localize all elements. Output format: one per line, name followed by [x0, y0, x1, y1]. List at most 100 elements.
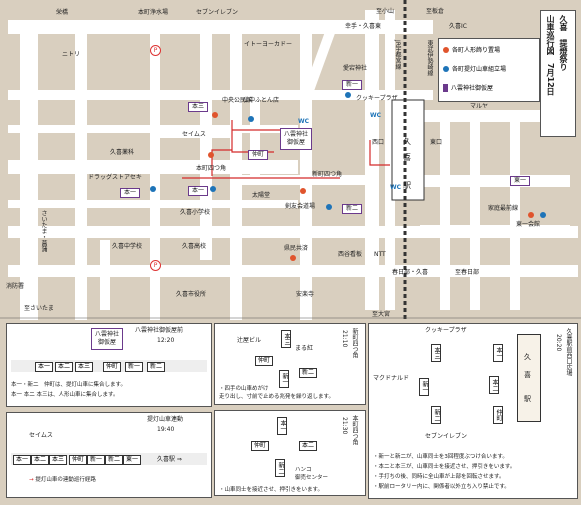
panel-note: ・駅前ロータリー内に、関係者以外立ち入り禁止です。	[373, 484, 510, 490]
place-label: セブンイレブン	[425, 433, 468, 440]
ningyo-marker-icon	[208, 152, 214, 158]
shrine-marker: 八雲神社御仮屋	[91, 328, 124, 350]
neighborhood-tag: 本一	[188, 186, 209, 196]
parking-icon: P	[150, 45, 161, 56]
place-label: クッキープラザ	[425, 327, 467, 334]
float-chip: 新一	[125, 362, 144, 372]
place-label: マルヤ	[470, 103, 489, 110]
float-chip: 仲町	[493, 406, 503, 424]
float-chip: 本二	[489, 376, 499, 394]
place-label: 至板倉	[426, 8, 445, 15]
panel-chochin-linkage: 提灯山車連動 19:40 セイムス 本一 本二 本三 仲町 新一 新二 東一 久…	[6, 412, 212, 498]
place-label: 東口	[430, 139, 443, 146]
panel-note: 走り出し、寸前で止める兆発を繰り返します。	[219, 394, 334, 400]
float-chip: 本一	[13, 455, 32, 465]
legend-item-shrine: 八雲神社御仮屋	[443, 83, 493, 92]
float-chip: 本一	[493, 344, 503, 362]
place-label: 太陽堂	[252, 192, 271, 199]
chochin-marker-icon	[326, 204, 332, 210]
float-chip: 仲町	[69, 455, 88, 465]
panel-station-west: クッキープラザ マクドナルド セブンイレブン 久 喜 駅 本三 本一 新一 本二…	[368, 323, 578, 499]
float-chip: 本一	[277, 417, 287, 435]
title-line2: 山車巡行図 7月12日	[546, 15, 555, 96]
panel-honmachi-corner: 本一 仲町 本二 新二 ハンコ 御売センター ・山車同士を接近させ、押引きをいま…	[214, 410, 366, 496]
title-box: 久喜 提燈祭り 山車巡行図 7月12日	[540, 10, 576, 137]
panel-time: 21:10	[341, 330, 348, 348]
neighborhood-tag: 本三	[188, 102, 209, 112]
float-chip: 新一	[279, 370, 289, 388]
panel-time: 20:20	[555, 334, 562, 352]
neighborhood-tag: 本一	[120, 188, 141, 198]
place-label: JR宇都宮線	[394, 40, 401, 70]
float-chip: 本二	[55, 362, 74, 372]
place-label: 久喜薬科	[110, 149, 135, 156]
place-label: 栄橋	[56, 9, 69, 16]
neighborhood-tag: 新一	[342, 80, 363, 90]
place-label: NTT	[374, 251, 386, 258]
float-chip: 仲町	[251, 441, 270, 451]
place-label: 春日部・久喜	[392, 269, 429, 276]
ningyo-marker-icon	[528, 212, 534, 218]
place-label: 家庭最前線	[488, 205, 519, 212]
place-label: イトーヨーカドー	[244, 41, 293, 48]
float-chip: 本三	[431, 344, 441, 362]
float-chip: 本二	[299, 441, 318, 451]
route-legend: → 提灯山車の連動巡行経路	[29, 477, 96, 483]
place-label: 新町四つ角	[312, 171, 343, 178]
float-chip: 新二	[147, 362, 166, 372]
place-label: 久喜小学校	[180, 209, 211, 216]
float-chip: 本一	[35, 362, 54, 372]
place-label: 安楽寺	[296, 291, 315, 298]
place-label: 東一会館	[516, 221, 541, 228]
station-char-bottom: 喜	[403, 153, 411, 162]
panel-note: 本一 本二 本三は、人形山車に集合します。	[11, 392, 119, 398]
float-chip: 新一	[87, 455, 106, 465]
place-label: 幸手・久喜東	[345, 23, 382, 30]
float-chip: 新二	[275, 459, 285, 477]
station-char-top: 久	[524, 353, 531, 361]
neighborhood-tag: 東一	[510, 176, 531, 186]
place-label: 至大宮	[372, 311, 391, 318]
chochin-marker-icon	[540, 212, 546, 218]
panel-time: 21:30	[341, 417, 348, 435]
panel-note: ・新一と新二が、山車同士を3回程度ぶつけ合います。	[373, 454, 508, 460]
place-label: 久喜高校	[182, 243, 207, 250]
float-chip: 新二	[299, 368, 318, 378]
place-label: 至さいたま	[24, 305, 54, 312]
wc-icon: WC	[298, 118, 310, 125]
place-label: 久喜IC	[449, 23, 467, 30]
float-chip: 新二	[105, 455, 124, 465]
ningyo-marker-icon	[300, 188, 306, 194]
place-label: 本町浄水場	[138, 9, 169, 16]
wc-icon: WC	[370, 112, 382, 119]
place-label: さいたま・菖蒲	[40, 210, 47, 252]
building-label: まる紅	[295, 345, 314, 352]
building-label: ハンコ	[295, 467, 312, 473]
panel-title: 久喜駅前西口広場	[565, 328, 572, 376]
float-chip: 新一	[419, 378, 429, 396]
place-label: セブンイレブン	[196, 9, 239, 16]
float-chip: 本二	[31, 455, 50, 465]
destination-label: 久喜駅 ⇒	[157, 456, 182, 463]
parking-icon: P	[150, 260, 161, 271]
place-label: 至春日部	[455, 269, 480, 276]
float-chip: 本三	[281, 330, 291, 348]
legend-dot-icon	[443, 46, 449, 53]
panel-time: 19:40	[157, 426, 175, 433]
float-chip: 仲町	[103, 362, 122, 372]
panel-time: 12:20	[157, 337, 175, 344]
place-label: 中央公民館	[222, 97, 253, 104]
ningyo-marker-icon	[290, 255, 296, 261]
panel-note: ・本二と本三が、山車同士を接近させ、押引きをいます。	[373, 464, 516, 470]
place-label: 西谷看板	[338, 251, 363, 258]
neighborhood-tag: 新二	[342, 204, 363, 214]
panel-note: ・山車同士を接近させ、押引きをいます。	[219, 487, 323, 493]
float-chip: 本三	[75, 362, 94, 372]
place-label: セイムス	[182, 131, 206, 138]
panel-title: 本町四つ角	[351, 415, 358, 445]
panel-title: 新町四つ角	[351, 328, 358, 358]
chochin-marker-icon	[345, 92, 351, 98]
float-chip: 新二	[431, 406, 441, 424]
panel-note: 本一・新二 仲町は、提灯山車に集合します。	[11, 382, 126, 388]
